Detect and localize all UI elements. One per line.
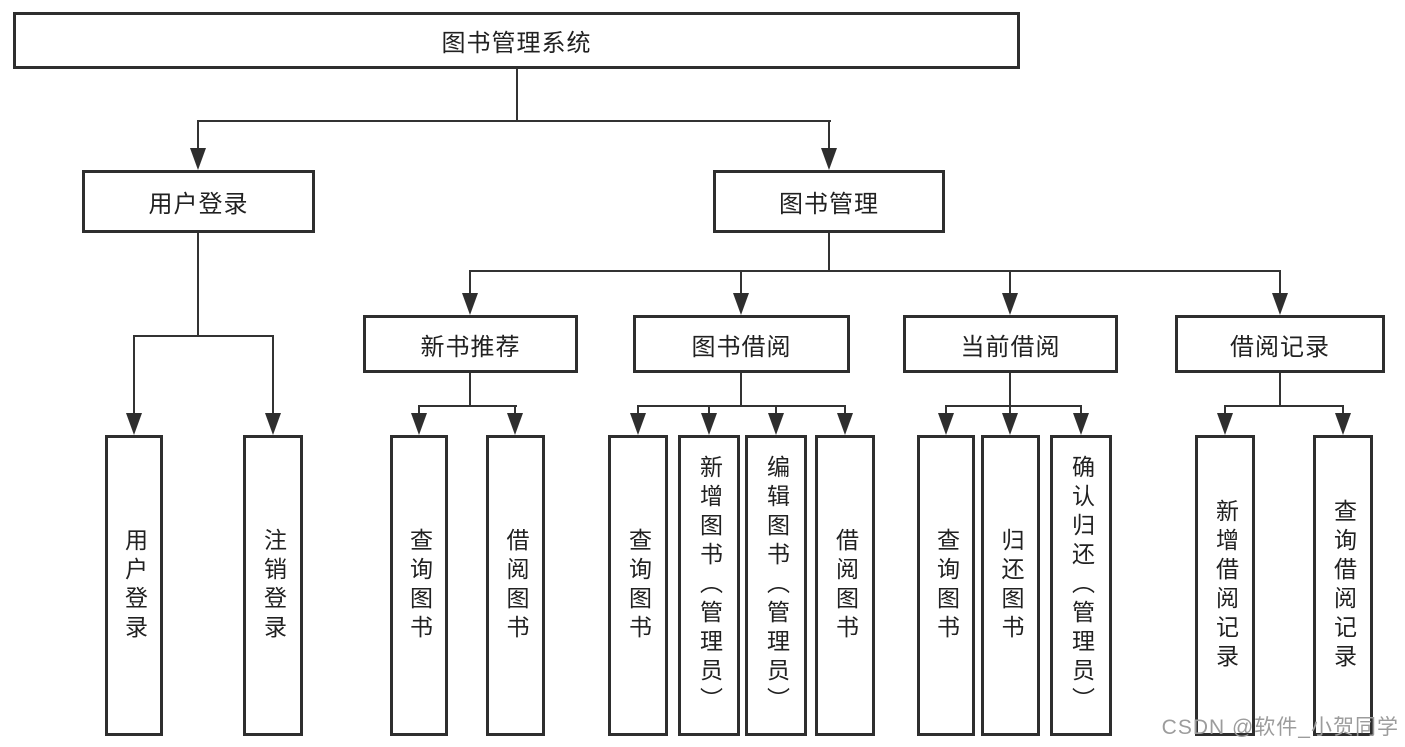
node-label: 图书管理 (779, 191, 879, 218)
arrow-down (938, 413, 954, 435)
arrow-down (507, 413, 523, 435)
arrow-down (1217, 413, 1233, 435)
leaf-label: 借阅图书 (832, 527, 859, 644)
leaf-label: 查询借阅记录 (1330, 498, 1357, 673)
node-current-borrow: 当前借阅 (903, 315, 1118, 373)
leaf-add-book-admin: 新增图书（管理员） (678, 435, 740, 736)
connector-line (469, 270, 1281, 272)
connector-line (133, 335, 274, 337)
connector-line (828, 233, 830, 272)
leaf-logout: 注销登录 (243, 435, 303, 736)
arrow-down (733, 293, 749, 315)
arrow-down (630, 413, 646, 435)
leaf-query-books-current: 查询图书 (917, 435, 975, 736)
node-book-borrow: 图书借阅 (633, 315, 850, 373)
connector-line (516, 69, 518, 121)
leaf-label: 用户登录 (121, 527, 148, 644)
leaf-label: 查询图书 (625, 527, 652, 644)
node-label: 图书借阅 (691, 333, 792, 361)
leaf-label: 新增图书（管理员） (696, 455, 723, 716)
leaf-borrow-books: 借阅图书 (815, 435, 875, 736)
connector-line (418, 405, 420, 415)
connector-line (1080, 405, 1082, 415)
leaf-label: 编辑图书（管理员） (763, 455, 790, 716)
node-label: 新书推荐 (420, 333, 521, 361)
leaf-label: 借阅图书 (503, 527, 529, 644)
connector-line (469, 270, 471, 295)
connector-line (775, 405, 777, 415)
leaf-user-login: 用户登录 (105, 435, 163, 736)
leaf-query-borrow-record: 查询借阅记录 (1313, 435, 1373, 736)
node-label: 借阅记录 (1230, 333, 1330, 361)
leaf-query-books-recommend: 查询图书 (390, 435, 448, 736)
connector-line (197, 233, 199, 336)
arrow-down (126, 413, 142, 435)
node-borrow-record: 借阅记录 (1175, 315, 1385, 373)
connector-line (1009, 270, 1011, 295)
arrow-down (1002, 413, 1018, 435)
node-book-management: 图书管理 (713, 170, 945, 233)
leaf-label: 注销登录 (260, 527, 287, 644)
connector-line (1009, 373, 1011, 406)
node-label: 用户登录 (148, 191, 249, 218)
connector-line (197, 120, 199, 148)
leaf-query-books-borrow: 查询图书 (608, 435, 668, 736)
connector-line (945, 405, 947, 415)
arrow-down (768, 413, 784, 435)
arrow-down (1073, 413, 1089, 435)
connector-line (740, 373, 742, 406)
connector-line (1279, 373, 1281, 406)
leaf-borrow-books-recommend: 借阅图书 (486, 435, 545, 736)
arrow-down (1335, 413, 1351, 435)
leaf-label: 新增借阅记录 (1212, 498, 1239, 673)
arrow-down (190, 148, 206, 170)
arrow-down (411, 413, 427, 435)
arrow-down (1002, 293, 1018, 315)
leaf-label: 归还图书 (998, 527, 1024, 644)
connector-line (469, 373, 471, 406)
arrow-down (1272, 293, 1288, 315)
leaf-confirm-return-admin: 确认归还（管理员） (1050, 435, 1112, 736)
connector-line (1009, 405, 1011, 415)
arrow-down (265, 413, 281, 435)
connector-line (272, 335, 274, 415)
connector-line (1224, 405, 1344, 407)
leaf-return-book: 归还图书 (981, 435, 1040, 736)
arrow-down (837, 413, 853, 435)
leaf-add-borrow-record: 新增借阅记录 (1195, 435, 1255, 736)
node-label: 图书管理系统 (441, 30, 592, 57)
connector-line (828, 120, 830, 148)
connector-line (197, 120, 831, 122)
leaf-label: 查询图书 (933, 527, 960, 644)
arrow-down (701, 413, 717, 435)
node-label: 当前借阅 (960, 333, 1061, 361)
leaf-label: 确认归还（管理员） (1068, 455, 1095, 716)
connector-line (708, 405, 710, 415)
connector-line (1342, 405, 1344, 415)
node-user-login: 用户登录 (82, 170, 315, 233)
node-new-book-recommend: 新书推荐 (363, 315, 578, 373)
leaf-label: 查询图书 (406, 527, 433, 644)
connector-line (133, 335, 135, 415)
arrow-down (462, 293, 478, 315)
connector-line (740, 270, 742, 295)
connector-line (418, 405, 517, 407)
node-library-management-system: 图书管理系统 (13, 12, 1020, 69)
connector-line (844, 405, 846, 415)
connector-line (945, 405, 1082, 407)
connector-line (637, 405, 639, 415)
connector-line (1224, 405, 1226, 415)
connector-line (1279, 270, 1281, 295)
connector-line (514, 405, 516, 415)
connector-line (637, 405, 846, 407)
arrow-down (821, 148, 837, 170)
watermark: CSDN @软件_小贺同学 (1161, 716, 1399, 739)
leaf-edit-book-admin: 编辑图书（管理员） (745, 435, 807, 736)
